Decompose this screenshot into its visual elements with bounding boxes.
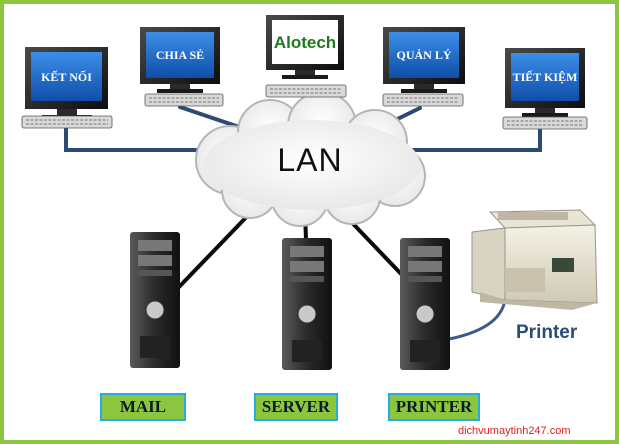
desktop-computer-icon-2	[140, 27, 224, 107]
keyboard-icon-1	[21, 115, 113, 129]
link-mail	[176, 203, 260, 290]
cloud-body	[204, 120, 420, 210]
server-label-printer: PRINTER	[388, 393, 480, 421]
watermark: dichvumaytinh247.com	[458, 425, 571, 437]
tower-server-icon-printer	[400, 238, 450, 370]
keyboard-icon-4	[382, 93, 464, 107]
keyboard-icon-3	[265, 84, 347, 98]
link-printer	[443, 299, 507, 342]
desktop-computer-icon-4	[382, 27, 465, 107]
tower-server-icon-server	[282, 238, 332, 370]
computer-label-chia-se: CHIA SẺ	[155, 48, 205, 62]
server-label-mail: MAIL	[100, 393, 186, 421]
computer-label-ket-noi: KẾT NỐI	[41, 69, 92, 84]
computer-label-tiet-kiem: TIẾT KIỆM	[512, 70, 578, 84]
desktop-computer-icon-1	[21, 47, 113, 129]
link-pc5	[408, 128, 542, 152]
keyboard-icon-5	[502, 116, 588, 130]
server-label-server: SERVER	[254, 393, 338, 421]
link-pc1	[64, 122, 210, 152]
lan-label: LAN	[277, 142, 343, 178]
computer-label-alotech: Alotech	[272, 20, 338, 64]
laser-printer-icon	[471, 209, 598, 310]
printer-label: Printer	[516, 322, 578, 343]
keyboard-icon-2	[144, 93, 224, 107]
tower-server-icon-mail	[130, 232, 180, 368]
desktop-computer-icon-5	[502, 48, 588, 130]
computer-label-quan-ly: QUẢN LÝ	[396, 48, 452, 62]
